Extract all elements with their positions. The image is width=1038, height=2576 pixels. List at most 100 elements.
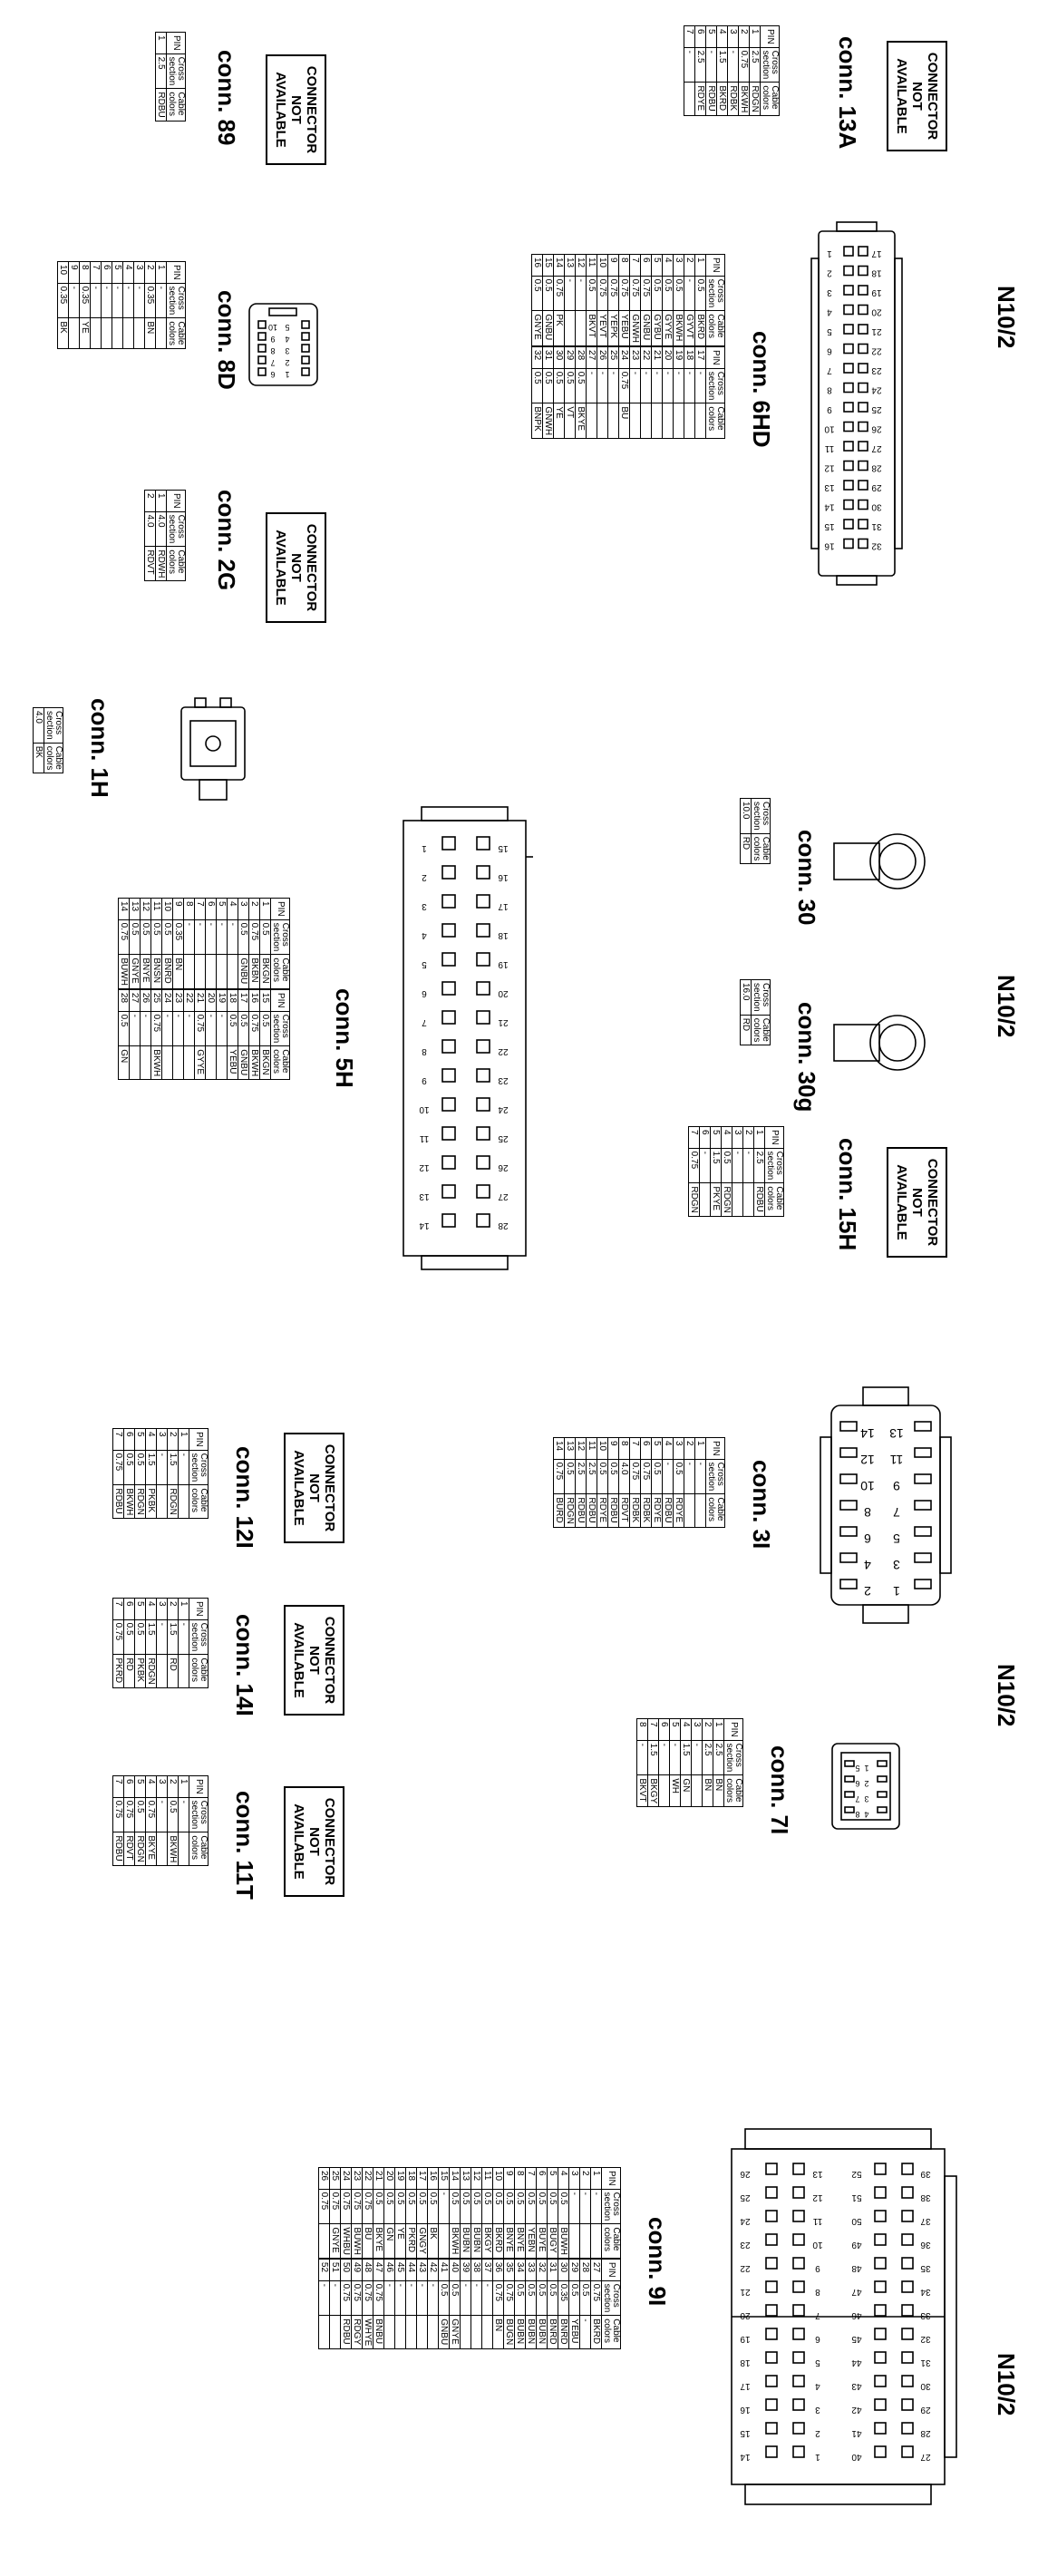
table-row: 5- [112,261,123,349]
pin-slot [901,2328,914,2340]
header-line: colors [706,314,716,339]
pin-number: 14 [419,1220,430,1230]
pin-slot [441,952,456,967]
pin-slot [858,499,868,510]
table-cell [227,954,238,989]
table-cell: 1.5 [716,47,728,83]
pin-slot [765,2186,778,2199]
pin-slot [858,265,868,277]
table-cell: 0.35 [144,283,156,318]
table-cell: BK [33,743,44,773]
table-cell [140,1045,151,1080]
pin-slot [858,538,868,549]
pin-slot [441,1155,456,1170]
table-cell [205,954,217,989]
table-cell: 0.75 [118,919,130,955]
connector-rail [894,258,903,549]
table-cell: RDYE [651,1493,663,1528]
table-cell: BNYE [503,2223,515,2259]
table-cell: BNRD [547,2315,558,2349]
table-cell [590,2223,602,2259]
table-cell: RD [123,1654,135,1688]
table-cell [161,1045,173,1080]
table-cell: 8 [618,1437,630,1460]
conn-30g-title: conn. 30g [793,1002,820,1113]
pin-slot [301,355,310,365]
pin-number: 10 [812,2240,823,2250]
not-available-box: CONNECTOR NOT AVAILABLE [284,1786,344,1897]
table-cell: 12 [140,898,151,920]
pin-number: 30 [920,2381,931,2391]
header-line: Cross [280,1014,290,1038]
table-cell: 3 [732,1126,743,1149]
pin-slot [901,2210,914,2222]
table-cell: 27 [129,988,141,1012]
table-cell: 0.5 [564,1459,576,1494]
header-line: Cross [176,56,186,81]
pin-number: 14 [824,502,835,512]
pin-slot [792,2304,805,2317]
pin-number: 3 [285,346,289,355]
table-cell: 0.75 [618,276,630,311]
pin-number: 15 [824,521,835,531]
pin-number: 14 [740,2452,751,2462]
pin-number: 23 [740,2240,751,2250]
table-cell: 50 [340,2258,352,2281]
table-cell: BKVT [636,1774,648,1807]
pin-slot [843,285,854,296]
table-cell: 0.75 [629,1459,641,1494]
table-cell: 2 [144,261,156,284]
pin-slot [877,1775,888,1783]
table-cell: 0.5 [579,2280,591,2316]
conn-15H-title: conn. 15H [834,1138,861,1251]
table-cell: - [178,1797,189,1832]
table-cell: 0.5 [383,2189,395,2224]
table-cell: - [427,2280,439,2316]
table-cell: 0.5 [405,2189,417,2224]
table-cell: 0.75 [640,1459,652,1494]
header-line: section [752,802,762,831]
table-row: 3- [691,1718,703,1807]
table-cell: 25 [150,988,162,1012]
table-cell: 7 [629,1437,641,1460]
table-cell [383,2315,395,2349]
pin-slot [843,480,854,491]
table-cell: 10 [597,1437,608,1460]
pin-slot [476,1155,490,1170]
table-cell: BUGY [547,2223,558,2259]
table-cell [607,403,619,439]
pin-slot [441,923,456,938]
not-available-box: CONNECTOR NOT AVAILABLE [284,1605,344,1716]
table-cell: 0.5 [651,276,663,311]
table-cell: 13 [564,1437,576,1460]
pin-slot [792,2210,805,2222]
table-cell: - [129,1011,141,1046]
table-cell: RDGN [134,1832,146,1866]
table-cell: - [597,368,608,403]
table-cell: 13 [129,898,141,920]
table-cell: 0.75 [503,2280,515,2316]
pin-slot [858,246,868,257]
table-cell: 0.5 [238,1011,249,1046]
table-cell: 1 [178,1775,189,1798]
pin-slot [843,304,854,316]
pin-slot [792,2163,805,2175]
table-cell: 9 [172,898,184,920]
table-cell: BKRD [492,2223,504,2259]
